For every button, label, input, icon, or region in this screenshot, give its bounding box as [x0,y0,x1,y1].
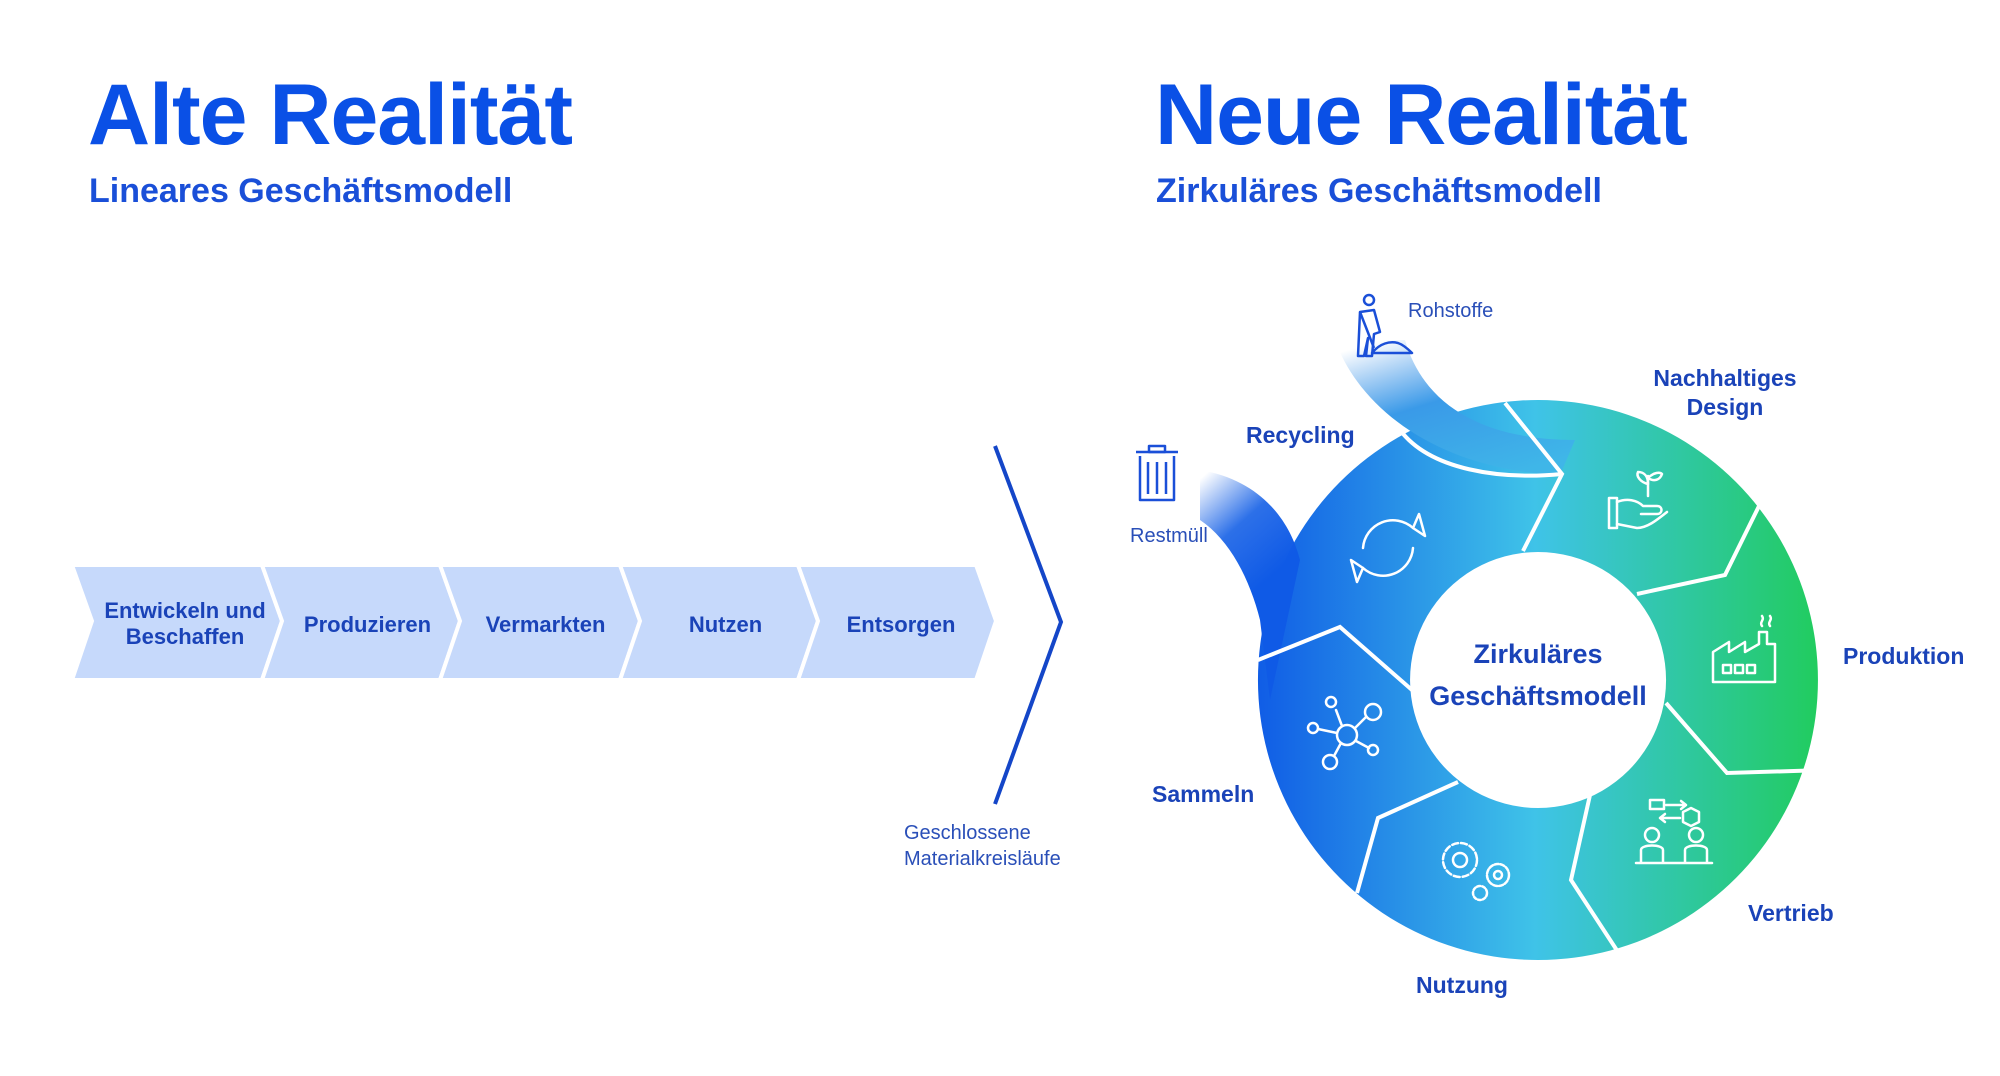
ring [1257,400,1818,961]
caption-line2: Materialkreisläufe [904,848,1061,870]
gears-icon [1441,841,1511,902]
transition-caption: Geschlossene Materialkreisläufe [904,820,1061,872]
design-line1: Nachhaltiges [1653,365,1797,391]
factory-icon [1711,614,1777,684]
segment-label-recycling: Recycling [1246,422,1355,448]
segment-label-usage: Nutzung [1416,972,1508,998]
design-line2: Design [1686,393,1764,420]
worker-shovel-icon [1356,293,1414,358]
step-label-4: Nutzen [688,612,763,637]
chevron-step-5 [795,563,999,682]
right-title: Neue Realität [1155,67,1688,163]
step-label-3: Vermarkten [485,612,606,637]
left-title: Alte Realität [88,67,573,163]
step-label-5: Entsorgen [846,612,956,637]
center-line1: Zirkuläres [1473,639,1603,669]
center-label: Zirkuläres Geschäftsmodell [1410,638,1666,714]
step-1-line1: Entwickeln und [104,598,266,623]
waste-label: Restmüll [1130,525,1208,547]
left-subtitle: Lineares Geschäftsmodell [89,172,513,210]
segment-label-production: Produktion [1843,643,1965,669]
network-hub-icon [1306,695,1383,771]
right-subtitle: Zirkuläres Geschäftsmodell [1156,172,1602,210]
plant-in-hand-icon [1607,470,1669,530]
transition-chevron-line [993,445,1064,805]
raw-materials-label: Rohstoffe [1408,300,1494,322]
waste-tail [1200,470,1300,700]
caption-line1: Geschlossene [904,822,1031,844]
sales-people-icon [1634,798,1714,865]
segment-label-collect: Sammeln [1152,781,1255,807]
raw-material-tail [1335,340,1575,475]
center-line2: Geschäftsmodell [1429,680,1647,711]
segment-label-sales: Vertrieb [1748,900,1834,926]
trash-bin-icon [1136,444,1178,502]
step-1-line2: Beschaffen [125,624,245,650]
step-label-2: Produzieren [303,612,432,637]
step-label-1: Entwickeln und Beschaffen [95,598,275,651]
segment-label-design: Nachhaltiges Design [1620,364,1830,422]
recycle-icon [1349,512,1427,584]
